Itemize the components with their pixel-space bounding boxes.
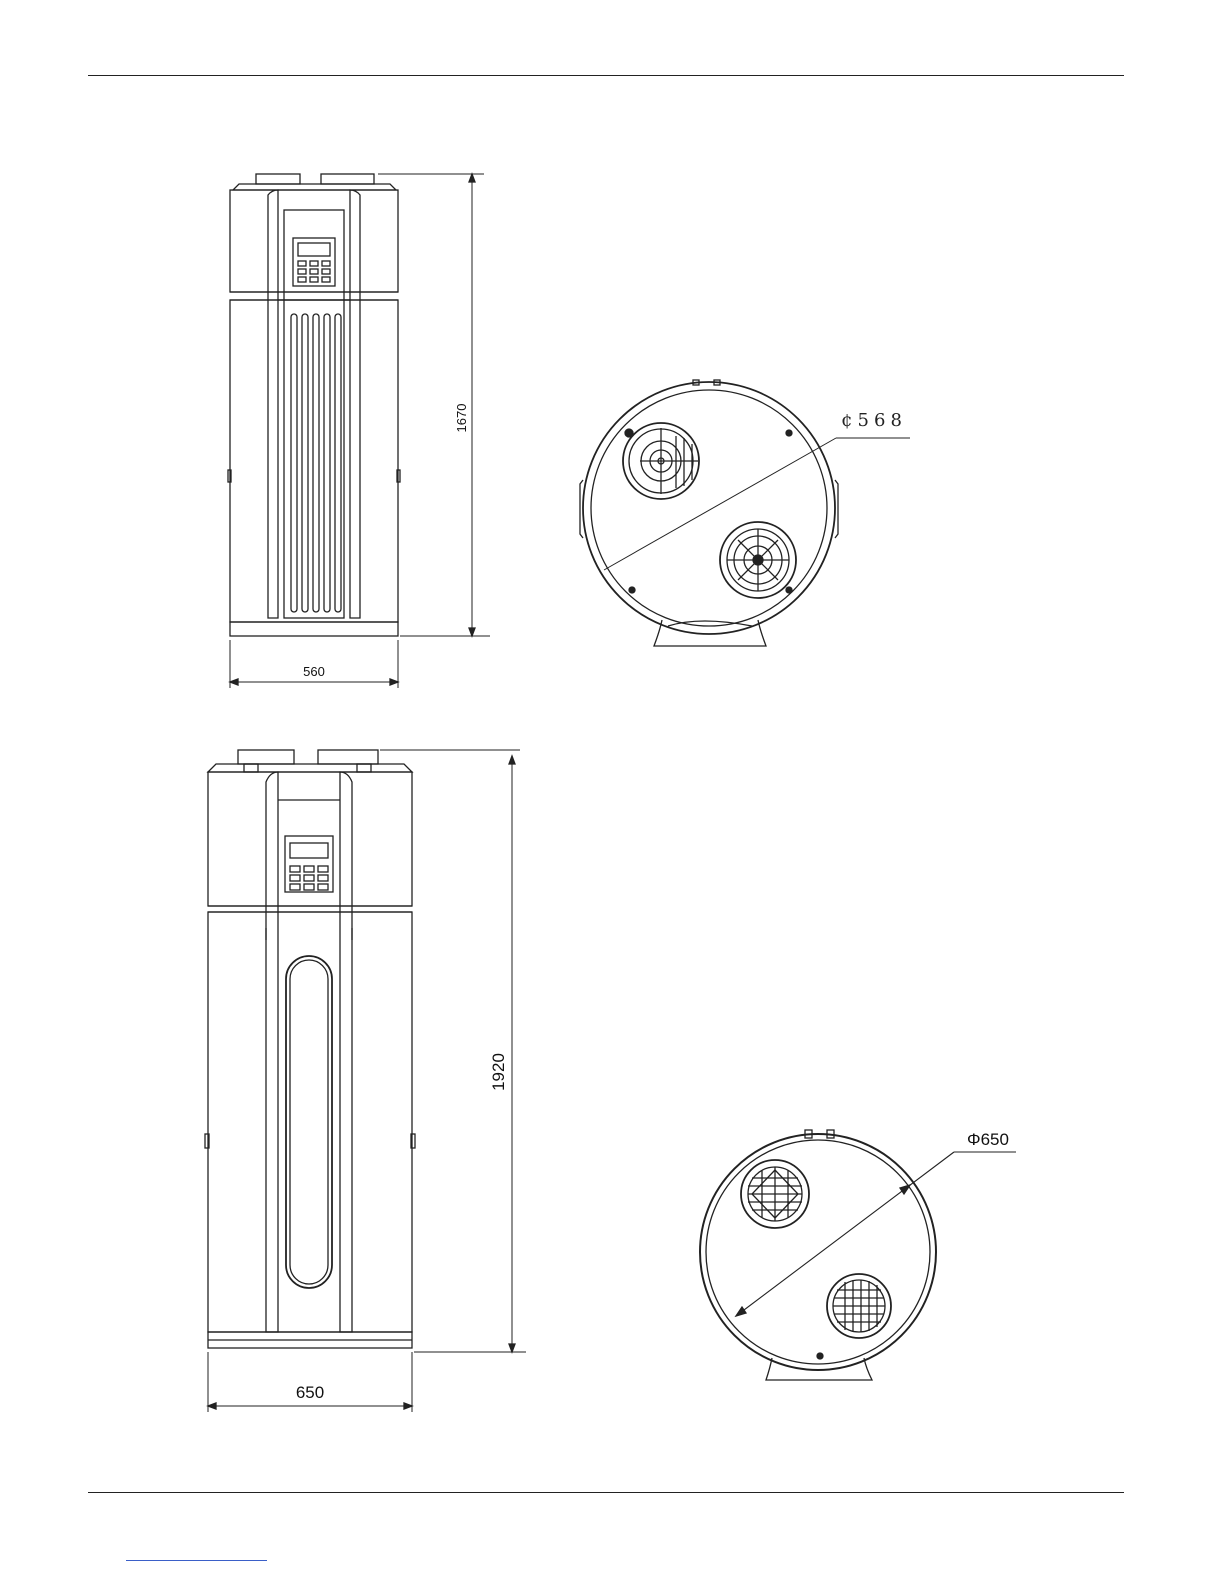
small-unit-height-label: 1670 — [454, 404, 469, 433]
small-unit-front-view — [228, 174, 490, 688]
large-unit-front-view — [205, 750, 526, 1412]
large-unit-top-view — [700, 1130, 1016, 1380]
large-unit-air-duct-right — [827, 1274, 891, 1338]
large-unit-diameter-label: Φ650 — [967, 1130, 1009, 1149]
small-unit-diameter-label: ¢568 — [841, 410, 907, 431]
large-unit-height-label: 1920 — [489, 1053, 508, 1091]
small-unit-air-duct-right — [720, 522, 796, 598]
small-unit-width-label: 560 — [303, 664, 325, 679]
small-unit-control-panel — [293, 238, 335, 286]
large-unit-control-panel — [285, 836, 333, 892]
small-unit-air-duct-left — [623, 423, 699, 499]
small-unit-grille — [291, 314, 341, 612]
large-unit-width-label: 650 — [296, 1383, 324, 1402]
large-unit-air-duct-left — [741, 1160, 809, 1228]
